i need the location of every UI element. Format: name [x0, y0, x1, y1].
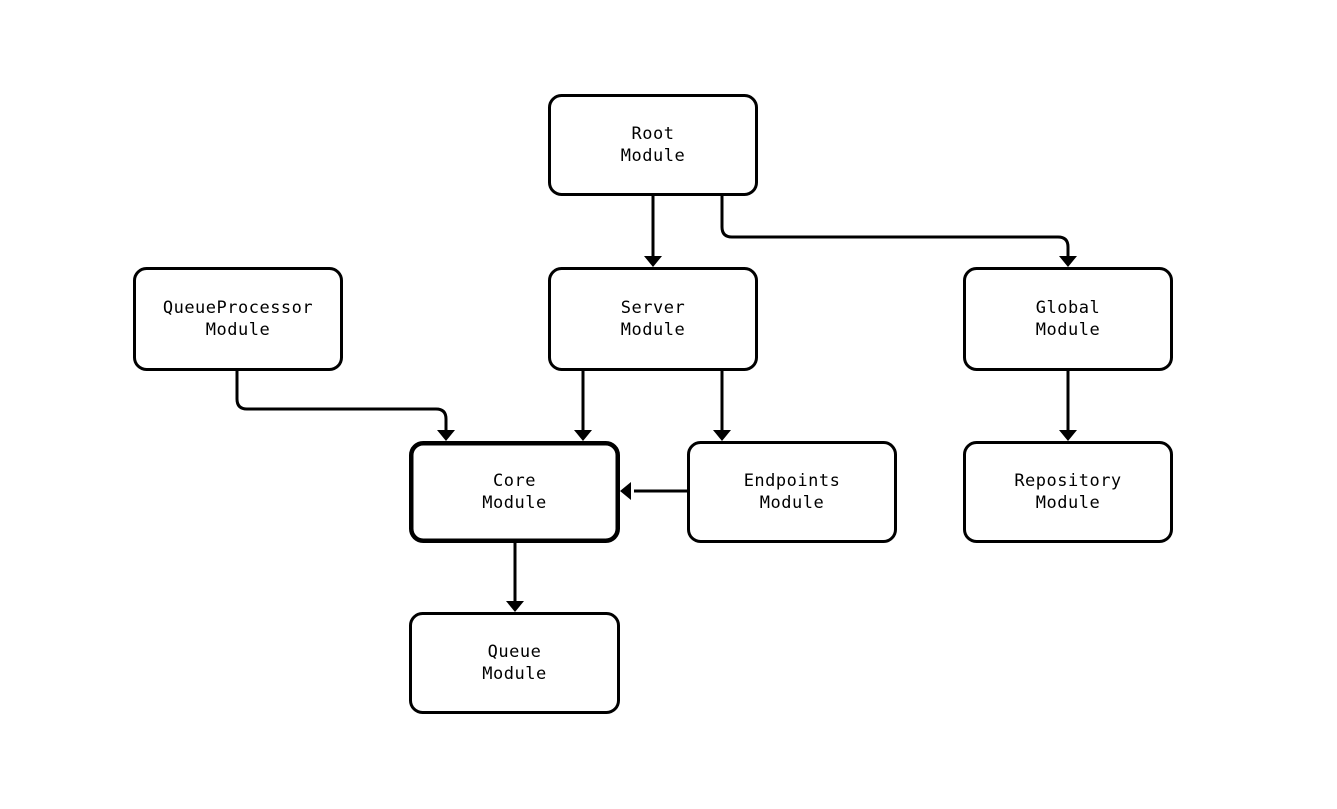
edge-line: [235, 371, 448, 431]
node-label-primary: Root: [632, 124, 675, 144]
node-label-secondary: Module: [482, 664, 546, 684]
edge-server-to-core: [574, 371, 592, 441]
node-label-secondary: Module: [206, 320, 270, 340]
node-label-primary: Server: [621, 298, 685, 318]
node-label-primary: Queue: [488, 642, 542, 662]
node-label-secondary: Module: [1036, 320, 1100, 340]
edge-server-to-endpoints: [713, 371, 731, 441]
edges-layer: [235, 196, 1077, 612]
node-box[interactable]: [963, 441, 1173, 543]
node-label-primary: QueueProcessor: [163, 298, 313, 318]
arrow-head-icon: [437, 430, 455, 441]
node-label-primary: Core: [493, 471, 536, 491]
arrow-head-icon: [713, 430, 731, 441]
edge-root-to-server: [644, 196, 662, 267]
edge-line: [720, 196, 1070, 257]
arrow-head-icon: [574, 430, 592, 441]
edge-global-to-repository: [1059, 371, 1077, 441]
node-label-secondary: Module: [1036, 493, 1100, 513]
node-label-secondary: Module: [621, 146, 685, 166]
node-label-secondary: Module: [760, 493, 824, 513]
node-label-primary: Repository: [1014, 471, 1121, 491]
node-box[interactable]: [133, 267, 343, 371]
edge-endpoints-to-core: [620, 482, 687, 500]
node-box[interactable]: [409, 612, 620, 714]
nodes-layer: RootModuleQueueProcessorModuleServerModu…: [133, 94, 1173, 714]
node-label-primary: Endpoints: [744, 471, 841, 491]
node-label-secondary: Module: [621, 320, 685, 340]
node-box[interactable]: [548, 267, 758, 371]
arrow-head-icon: [620, 482, 631, 500]
node-box[interactable]: [409, 441, 620, 543]
node-label-secondary: Module: [482, 493, 546, 513]
node-box[interactable]: [548, 94, 758, 196]
arrow-head-icon: [1059, 430, 1077, 441]
node-label-primary: Global: [1036, 298, 1100, 318]
edge-root-to-global: [720, 196, 1077, 267]
arrow-head-icon: [644, 256, 662, 267]
edge-core-to-queue: [506, 543, 524, 612]
edge-queueprocessor-to-core: [235, 371, 455, 441]
arrow-head-icon: [506, 601, 524, 612]
arrow-head-icon: [1059, 256, 1077, 267]
node-box[interactable]: [963, 267, 1173, 371]
node-box[interactable]: [687, 441, 897, 543]
